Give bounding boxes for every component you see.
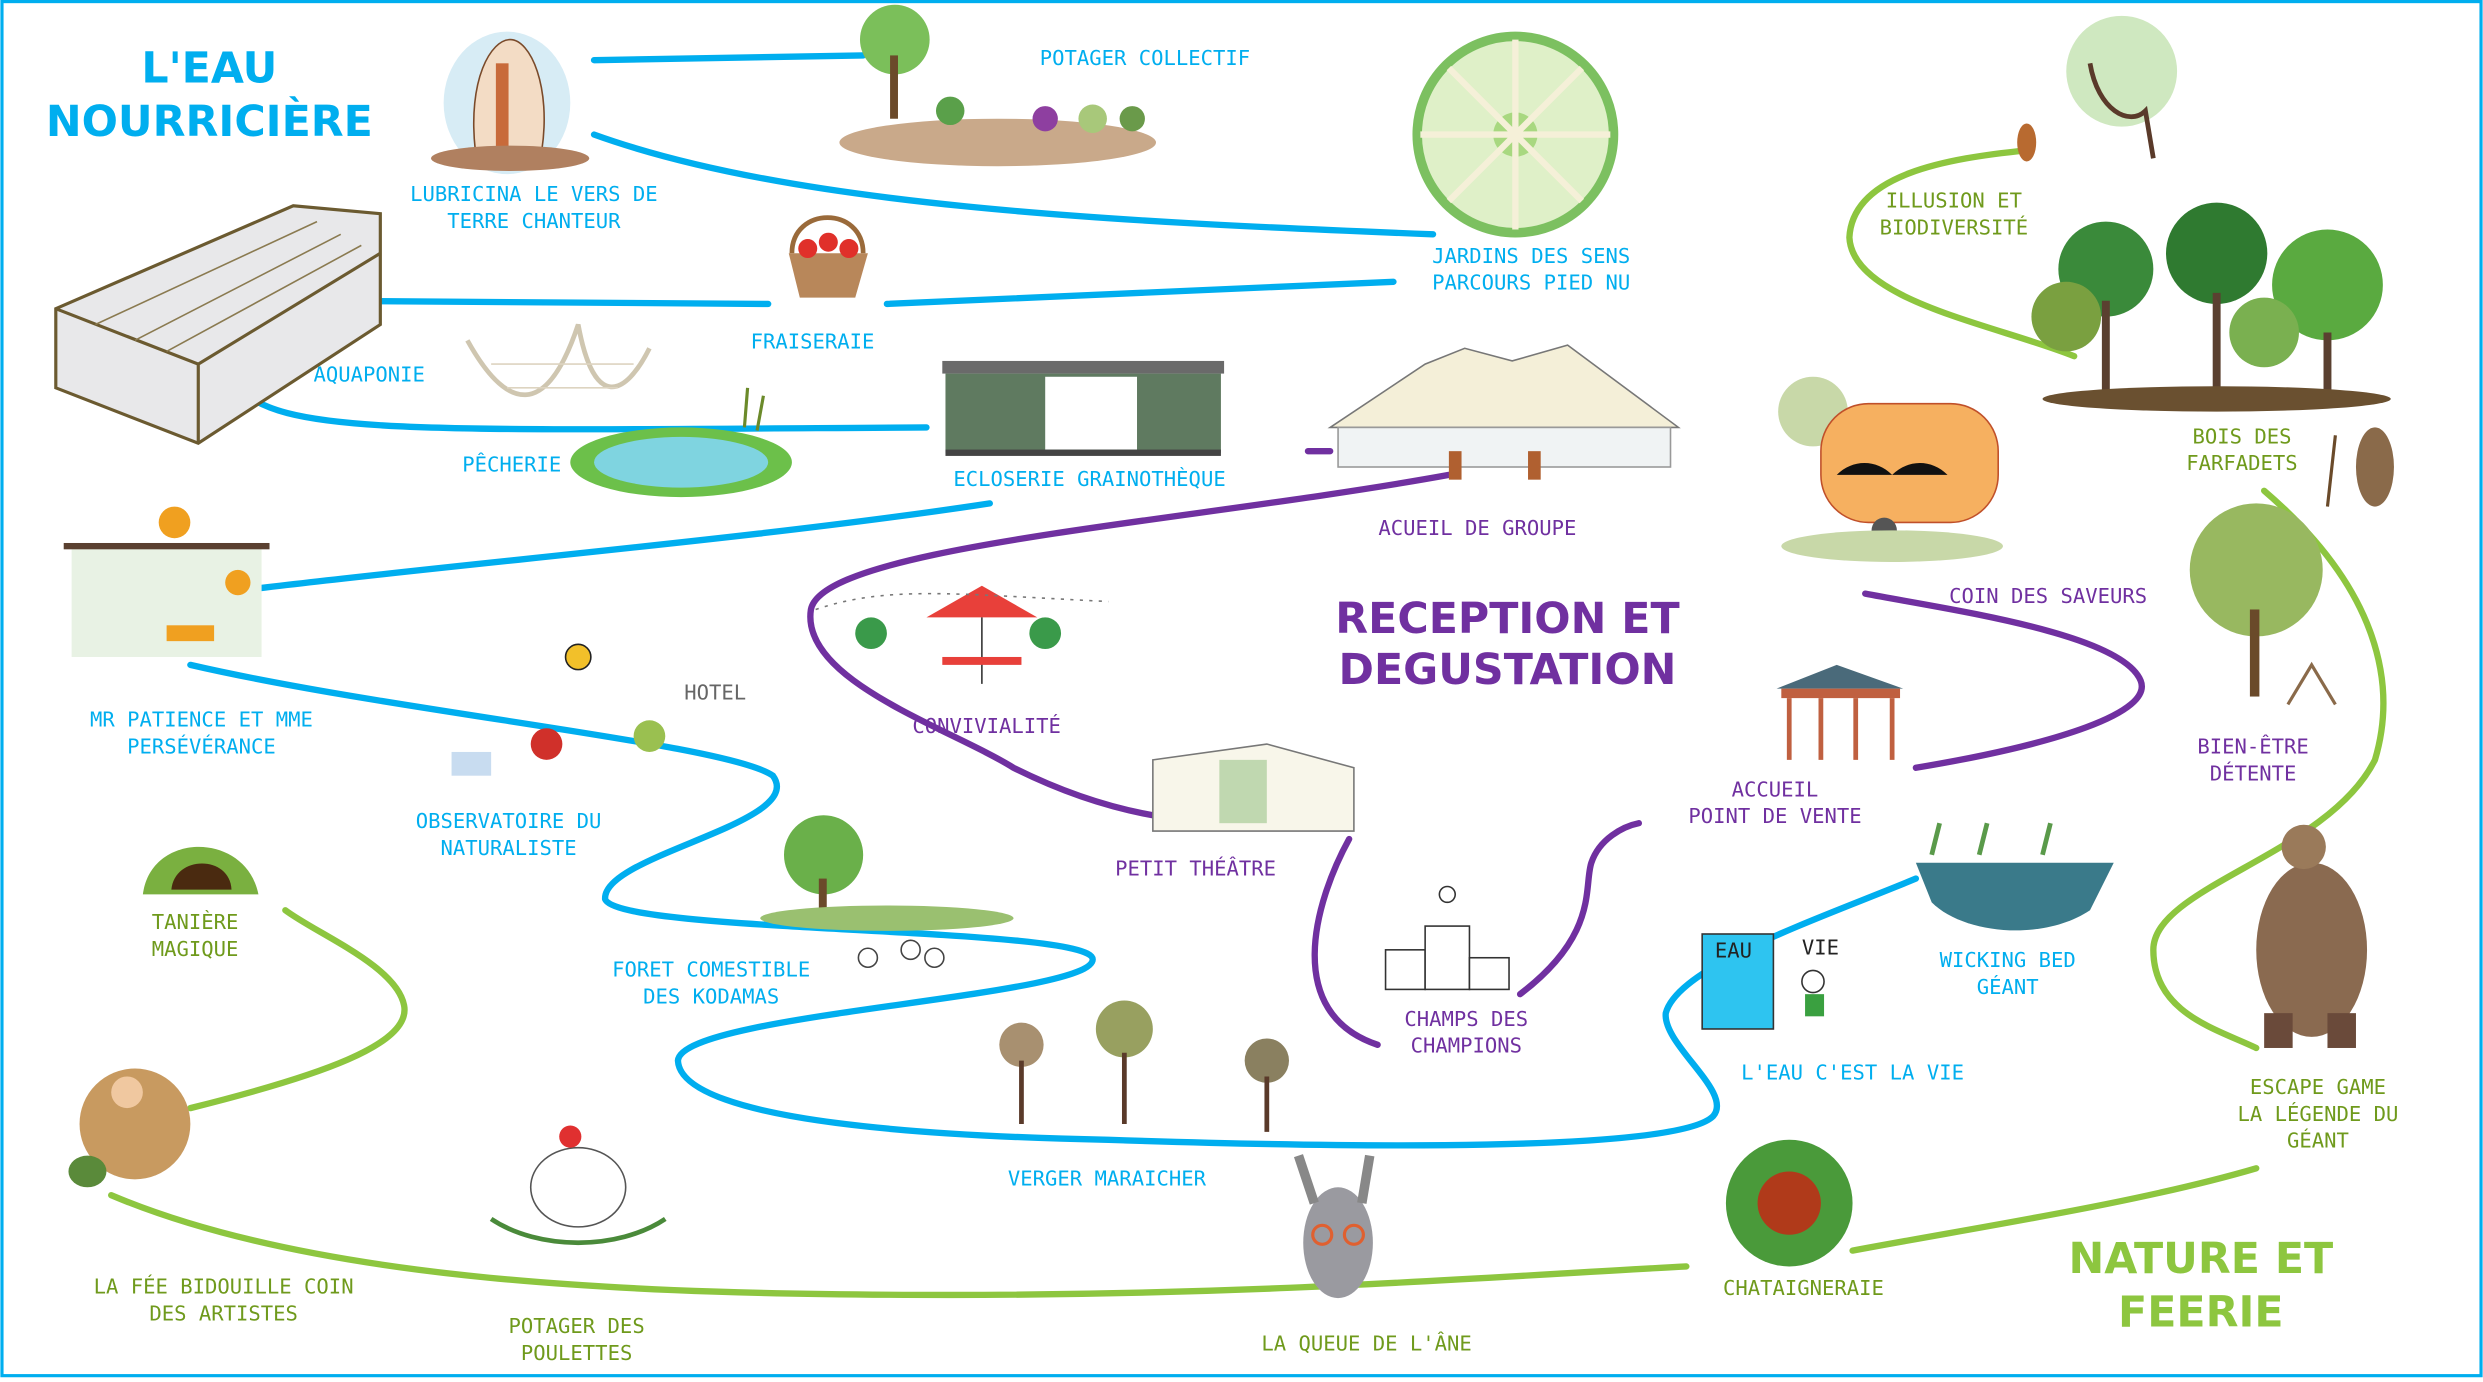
label-acueil-groupe[interactable]: ACUEIL DE GROUPE [1378, 516, 1576, 540]
label-aquaponie[interactable]: AQUAPONIE [314, 363, 425, 387]
edible-forest-icon [760, 815, 1014, 969]
label-ecloserie[interactable]: ECLOSERIE GRAINOTHÈQUE [953, 466, 1225, 491]
vie-text: VIE [1802, 936, 1839, 960]
label-queue-ane[interactable]: LA QUEUE DE L'ÂNE [1261, 1330, 1471, 1355]
gazebo-icon [1776, 664, 1904, 760]
forest-icon [2031, 202, 2391, 412]
label-eau-vie[interactable]: L'EAU C'EST LA VIE [1741, 1061, 1964, 1085]
greenhouse-icon [54, 204, 382, 446]
jug-label-text: EAU [1715, 939, 1752, 963]
worm-house-icon [430, 31, 590, 175]
orchard-icon [999, 1000, 1289, 1132]
magic-den-icon [142, 846, 259, 895]
sensory-garden-icon [1412, 31, 1619, 238]
goblin-icon [2325, 427, 2394, 507]
terrace-umbrella-icon [815, 585, 1109, 684]
chestnut-icon [1725, 1139, 1853, 1267]
fishing-net-icon [465, 323, 652, 398]
hen-icon [489, 1125, 667, 1246]
label-chataigneraie[interactable]: CHATAIGNERAIE [1723, 1276, 1884, 1300]
water-paths [187, 52, 1920, 1149]
fairy-icon [68, 1068, 191, 1188]
illustrations: HOTEL EAU VIE [54, 4, 2394, 1299]
tent-icon [1327, 344, 1681, 480]
water-jug-icon: EAU VIE [1701, 933, 1839, 1030]
label-fraiseraie[interactable]: FRAISERAIE [751, 329, 875, 353]
tools-shed-icon [63, 506, 270, 657]
tree-face-icon [2017, 15, 2178, 162]
theater-icon [1152, 743, 1355, 832]
giant-icon [2256, 824, 2368, 1048]
podium-icon [1384, 885, 1510, 991]
reception-paths [807, 448, 2145, 1048]
strawberry-basket-icon [788, 215, 868, 298]
relaxation-tree-icon [2189, 503, 2337, 706]
hotel-sign-text: HOTEL [684, 681, 746, 705]
vegetable-garden-icon [839, 4, 1157, 167]
seed-library-building-icon [942, 360, 1225, 456]
label-coin-saveurs[interactable]: COIN DES SAVEURS [1949, 584, 2147, 608]
caravan-icon [1778, 376, 2003, 562]
wicking-bed-icon [1915, 822, 2114, 931]
insect-hotel-icon: HOTEL [451, 643, 746, 776]
label-petit-theatre[interactable]: PETIT THÉÂTRE [1115, 855, 1276, 880]
label-potager-collectif[interactable]: POTAGER COLLECTIF [1040, 46, 1250, 70]
pond-icon [570, 387, 792, 498]
donkey-icon [1293, 1154, 1375, 1299]
label-verger[interactable]: VERGER MARAICHER [1008, 1167, 1207, 1191]
label-pecherie[interactable]: PÊCHERIE [462, 452, 561, 477]
label-convivialite[interactable]: CONVIVIALITÉ [912, 713, 1061, 738]
